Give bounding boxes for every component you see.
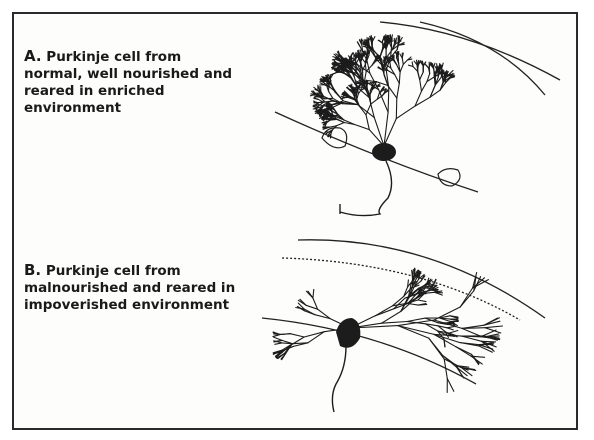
panel-b-axon: [332, 346, 346, 412]
panel-b-surface-lines: [262, 240, 545, 384]
panel-a-dendrites: [310, 35, 454, 147]
panel-a-soma: [372, 143, 396, 161]
panel-b-soma: [336, 318, 360, 348]
panel-a-axon: [340, 161, 392, 216]
panel-b-dendrites: [273, 268, 503, 392]
